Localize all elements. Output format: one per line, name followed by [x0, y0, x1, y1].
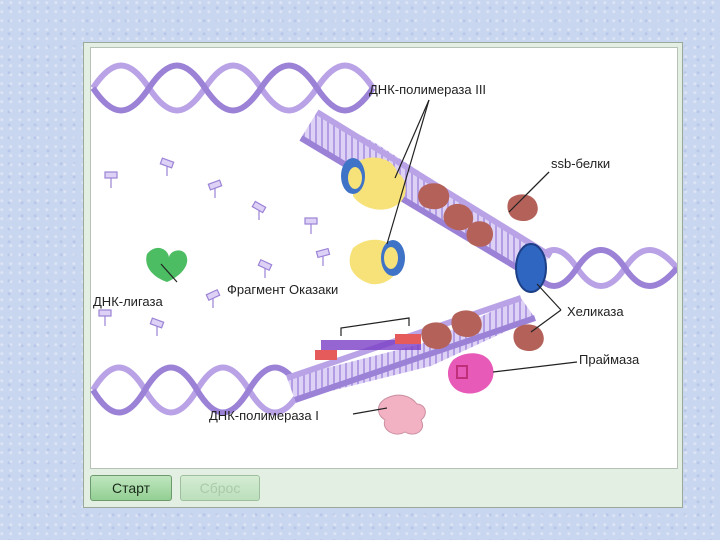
replication-diagram: ДНК-полимераза III ssb-белки ДНК-лигаза … [91, 62, 677, 435]
diagram-canvas: ДНК-полимераза III ssb-белки ДНК-лигаза … [90, 47, 678, 469]
start-button[interactable]: Старт [90, 475, 172, 501]
label-dna-polymerase-i: ДНК-полимераза I [209, 408, 319, 423]
dna-polymerase-iii-upper [341, 157, 406, 210]
label-dna-polymerase-iii: ДНК-полимераза III [369, 82, 486, 97]
label-primase: Праймаза [579, 352, 640, 367]
parental-helix-upper [91, 62, 376, 114]
helicase [515, 243, 547, 293]
reset-button[interactable]: Сброс [180, 475, 260, 501]
dna-polymerase-i [378, 394, 426, 435]
parental-helix-right [528, 247, 677, 289]
dna-polymerase-iii-lower [349, 239, 405, 285]
primase [447, 353, 494, 394]
okazaki-fragment [315, 317, 421, 360]
simulation-window: ДНК-полимераза III ssb-белки ДНК-лигаза … [83, 42, 683, 508]
label-ssb-proteins: ssb-белки [551, 156, 610, 171]
label-dna-ligase: ДНК-лигаза [93, 294, 163, 309]
label-leaders [160, 99, 578, 415]
parental-helix-lower [91, 364, 304, 416]
label-okazaki-fragment: Фрагмент Оказаки [227, 282, 338, 297]
ssb-proteins [418, 183, 544, 352]
label-helicase: Хеликаза [567, 304, 624, 319]
dna-ligase [146, 247, 188, 282]
free-nucleotides [98, 157, 331, 336]
